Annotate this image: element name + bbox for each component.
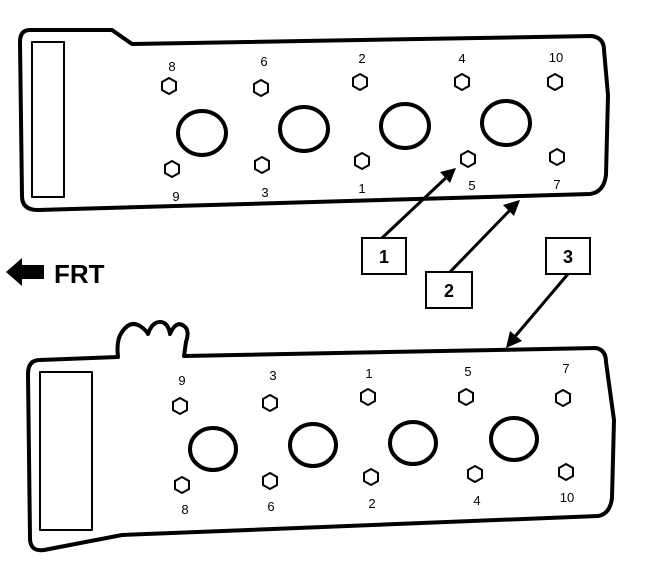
bolt-number: 10 (549, 50, 563, 65)
bolt-hex-icon (253, 78, 269, 98)
upper-head-outline (18, 28, 610, 212)
bolt-hex-icon (458, 387, 474, 407)
bolt-hex-icon (558, 462, 574, 482)
lower-bolts-bottom-row: 8 6 2 4 10 (174, 462, 574, 517)
callout-2: 2 (425, 200, 520, 309)
bolt-hex-icon (174, 475, 190, 495)
bolt-number: 8 (168, 59, 175, 74)
bolt-number: 5 (468, 178, 475, 193)
bolt-hex-icon (262, 393, 278, 413)
callout-number: 1 (379, 247, 389, 267)
front-label: FRT (54, 259, 105, 289)
bolt-number: 1 (358, 181, 365, 196)
callout-1: 1 (361, 168, 456, 275)
upper-combustion-chambers (176, 99, 532, 157)
bolt-number: 3 (269, 368, 276, 383)
bolt-number: 4 (473, 493, 480, 508)
bolt-number: 2 (358, 51, 365, 66)
upper-end-plate (31, 41, 65, 198)
bolt-number: 6 (267, 499, 274, 514)
bolt-number: 6 (260, 54, 267, 69)
bolt-number: 7 (553, 177, 560, 192)
arrowhead-icon (503, 200, 520, 216)
bolt-hex-icon (363, 467, 379, 487)
callout-box (425, 271, 473, 309)
bolt-hex-icon (354, 151, 370, 171)
bolt-hex-icon (467, 464, 483, 484)
bolt-hex-icon (254, 155, 270, 175)
combustion-chamber (480, 99, 532, 147)
lower-end-plate (39, 371, 93, 531)
bolt-hex-icon (360, 387, 376, 407)
callout-box (545, 237, 591, 275)
leader-line (380, 172, 452, 240)
bolt-number: 1 (365, 366, 372, 381)
bolt-number: 2 (368, 496, 375, 511)
bolt-hex-icon (352, 72, 368, 92)
leader-line (510, 273, 570, 341)
combustion-chamber (288, 422, 338, 468)
arrowhead-icon (440, 168, 456, 183)
callout-3: 3 (506, 237, 591, 348)
lower-head-outline (26, 320, 616, 553)
bolt-number: 4 (458, 51, 465, 66)
bolt-hex-icon (172, 396, 188, 416)
combustion-chamber (278, 105, 330, 153)
bolt-number: 5 (464, 364, 471, 379)
lower-bolts-top-row: 9 3 1 5 7 (172, 361, 571, 416)
front-arrow-icon (6, 258, 44, 286)
bolt-hex-icon (164, 159, 180, 179)
callout-number: 2 (444, 281, 454, 301)
bolt-number: 10 (560, 490, 574, 505)
front-indicator: FRT (6, 258, 105, 289)
bolt-hex-icon (555, 388, 571, 408)
combustion-chamber (176, 109, 228, 157)
callout-box (361, 237, 407, 275)
bolt-number: 7 (562, 361, 569, 376)
combustion-chamber (188, 426, 238, 472)
lower-cylinder-head: 9 3 1 5 7 8 6 2 4 10 (26, 320, 616, 553)
upper-bolts-top-row: 8 6 2 4 10 (161, 50, 563, 98)
combustion-chamber (489, 416, 539, 462)
bolt-number: 8 (181, 502, 188, 517)
bolt-hex-icon (547, 72, 563, 92)
leader-line (448, 204, 516, 274)
callout-number: 3 (563, 247, 573, 267)
bolt-number: 3 (261, 185, 268, 200)
bolt-number: 9 (178, 373, 185, 388)
upper-cylinder-head: 8 6 2 4 10 9 3 1 5 7 (18, 28, 610, 212)
bolt-hex-icon (262, 471, 278, 491)
upper-bolts-bottom-row: 9 3 1 5 7 (164, 147, 565, 204)
bolt-hex-icon (549, 147, 565, 167)
lower-combustion-chambers (188, 416, 539, 472)
bolt-number: 9 (172, 189, 179, 204)
bolt-hex-icon (161, 76, 177, 96)
bolt-hex-icon (460, 149, 476, 169)
combustion-chamber (388, 420, 438, 466)
arrowhead-icon (506, 331, 522, 348)
bolt-hex-icon (454, 72, 470, 92)
combustion-chamber (379, 102, 431, 150)
